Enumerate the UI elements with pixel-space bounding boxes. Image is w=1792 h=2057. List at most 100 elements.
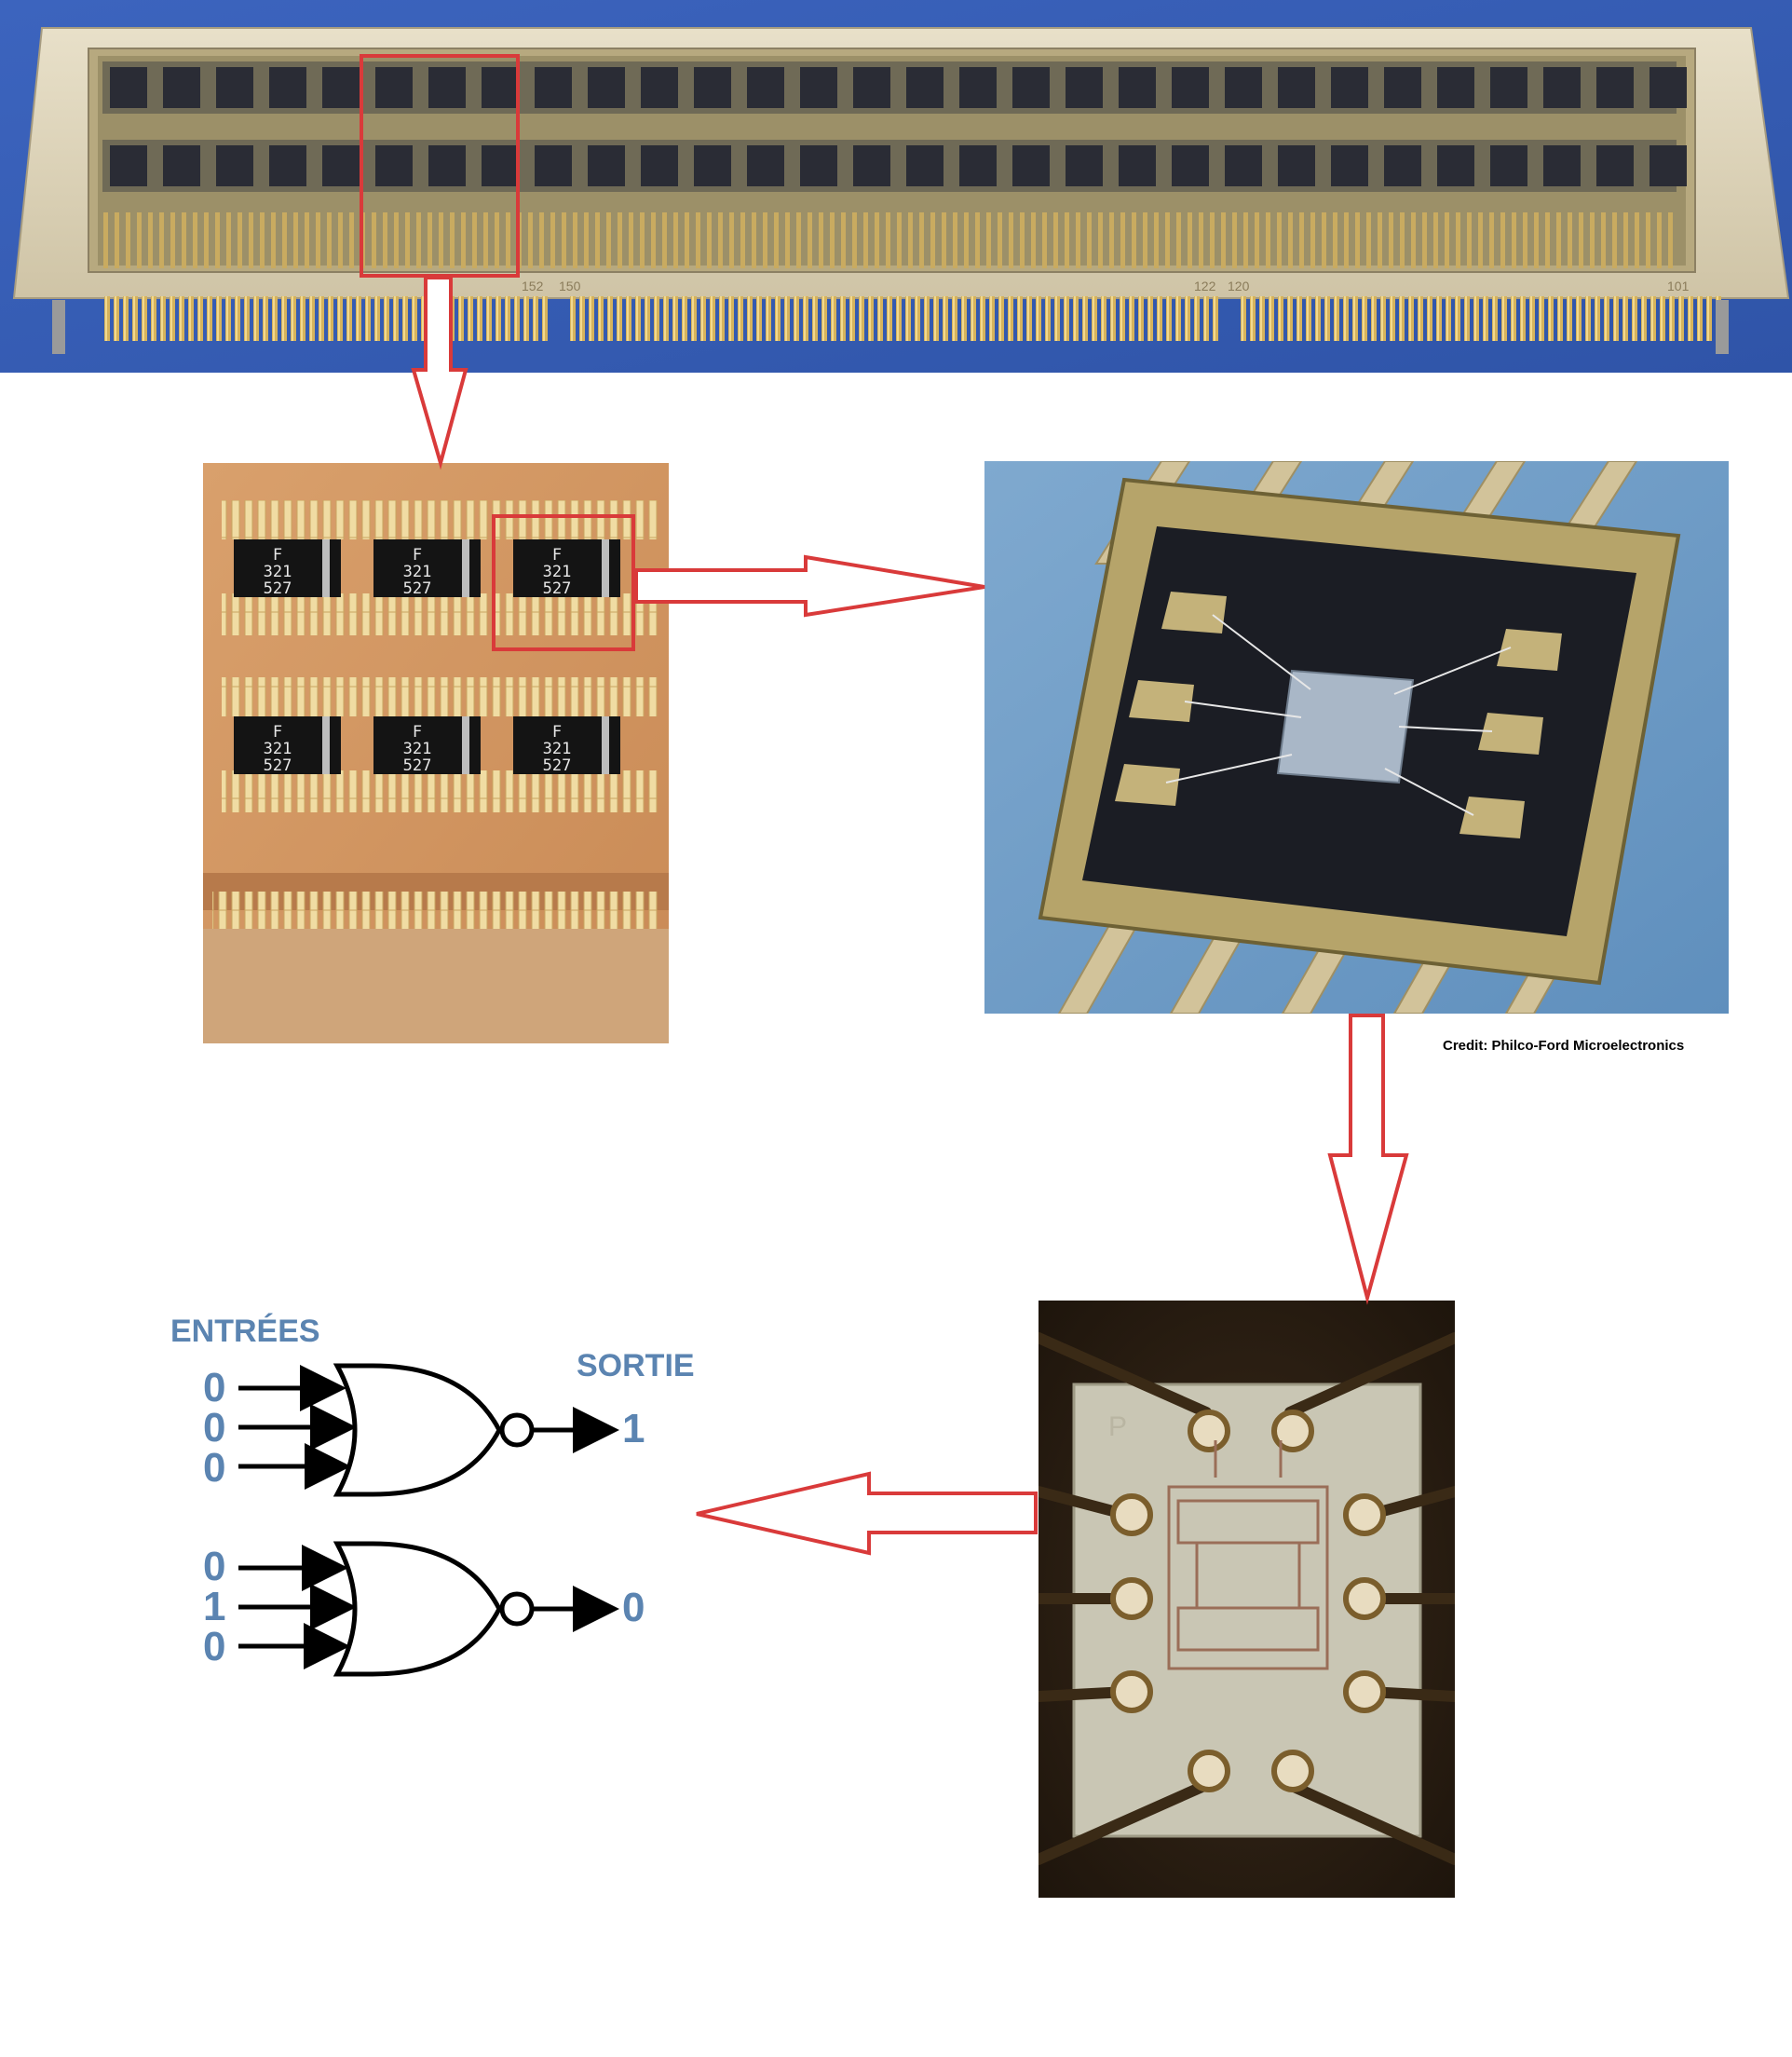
module-chip: [535, 145, 572, 186]
chip-marking: F: [413, 546, 422, 565]
chip-marking: 527: [264, 579, 292, 598]
module-chip: [747, 67, 784, 108]
photo-credit: Credit: Philco-Ford Microelectronics: [1443, 1038, 1685, 1054]
module-chip: [1119, 67, 1156, 108]
chip-marking: 321: [264, 740, 292, 758]
module-chip: [216, 67, 253, 108]
module-chip: [1278, 67, 1315, 108]
module-chip: [1384, 67, 1421, 108]
arrow-die-to-gates: [696, 1471, 1038, 1556]
module-chip: [800, 145, 837, 186]
output-label: SORTIE: [577, 1348, 695, 1383]
module-chip: [269, 145, 306, 186]
module-chip: [1596, 145, 1634, 186]
board-closeup-photo: F 321 527 F 321 527 F 321 527 F 321 527: [203, 463, 669, 1043]
pin-label: 122: [1194, 279, 1216, 293]
arrow-package-to-die: [1327, 1014, 1409, 1305]
module-chip: [1278, 145, 1315, 186]
module-chip: [1331, 67, 1368, 108]
inputs-label: ENTRÉES: [170, 1314, 320, 1349]
chip-marking: F: [413, 723, 422, 742]
logic-module-illustration: 152 150 122 120 101: [0, 0, 1792, 373]
module-chip: [535, 67, 572, 108]
module-chip: [959, 145, 997, 186]
module-chip: [694, 67, 731, 108]
open-package-photo: [984, 461, 1729, 1014]
chip-marking: 527: [403, 579, 432, 598]
die-micrograph-photo: P: [1039, 1301, 1455, 1898]
module-chip: [322, 67, 360, 108]
module-chip: [482, 67, 519, 108]
die-micrograph-illustration: P: [1039, 1301, 1455, 1898]
module-chip: [375, 67, 413, 108]
nor-gate-1: [238, 1363, 619, 1497]
chip-marking: 321: [543, 563, 572, 581]
chip-package: F 321 527: [234, 539, 341, 598]
gate-1-input-3: 0: [203, 1445, 226, 1491]
module-chip: [163, 67, 200, 108]
module-chip: [1384, 145, 1421, 186]
gate-2-input-2: 1: [203, 1584, 226, 1629]
module-chip: [853, 145, 890, 186]
chip-marking: 527: [264, 756, 292, 775]
pin-label: 152: [522, 279, 544, 293]
chip-marking: 527: [543, 579, 572, 598]
module-chip: [641, 67, 678, 108]
gate-2-input-3: 0: [203, 1624, 226, 1669]
gate-1-output: 1: [622, 1406, 645, 1451]
module-chip: [588, 67, 625, 108]
module-chip: [1437, 67, 1474, 108]
gate-2-input-1: 0: [203, 1544, 226, 1589]
chip-marking: 321: [403, 563, 432, 581]
module-chip: [1225, 67, 1262, 108]
module-chip: [1172, 145, 1209, 186]
module-chip: [1649, 145, 1687, 186]
module-chip: [1490, 67, 1527, 108]
module-chip: [800, 67, 837, 108]
module-chip: [110, 67, 147, 108]
chip-package: F 321 527: [513, 716, 620, 775]
chip-marking: 527: [403, 756, 432, 775]
die-marking: P: [1108, 1411, 1127, 1442]
module-chip: [1490, 145, 1527, 186]
module-chip: [1543, 67, 1581, 108]
chip-marking: F: [273, 546, 282, 565]
module-chip: [482, 145, 519, 186]
chip-marking: F: [552, 723, 562, 742]
module-chip: [1012, 145, 1050, 186]
module-chip: [853, 67, 890, 108]
module-chip: [588, 145, 625, 186]
inverter-bubble: [499, 1412, 535, 1448]
open-package-illustration: [984, 461, 1729, 1014]
module-chip: [1066, 67, 1103, 108]
module-chip: [428, 67, 466, 108]
arrow-board-to-package: [634, 554, 985, 618]
chip-marking: 321: [403, 740, 432, 758]
module-chip: [216, 145, 253, 186]
module-chip: [1225, 145, 1262, 186]
module-chip: [906, 145, 944, 186]
module-chip: [641, 145, 678, 186]
module-chip: [1437, 145, 1474, 186]
module-chip: [1172, 67, 1209, 108]
pin-label: 150: [559, 279, 581, 293]
module-chip: [1331, 145, 1368, 186]
module-chip: [375, 145, 413, 186]
module-chip: [694, 145, 731, 186]
nor-gate-2: [238, 1541, 619, 1677]
module-chip: [110, 145, 147, 186]
pin-label: 120: [1228, 279, 1250, 293]
inverter-bubble: [499, 1591, 535, 1627]
module-chip: [1119, 145, 1156, 186]
module-chip: [906, 67, 944, 108]
chip-package: F 321 527: [513, 539, 620, 598]
gate-2-output: 0: [622, 1585, 645, 1630]
highlight-box-chip: [492, 514, 635, 651]
module-chip: [269, 67, 306, 108]
module-chip: [747, 145, 784, 186]
chip-marking: F: [552, 546, 562, 565]
module-chip: [1649, 67, 1687, 108]
chip-marking: 321: [264, 563, 292, 581]
module-chip: [1543, 145, 1581, 186]
module-chip: [1596, 67, 1634, 108]
